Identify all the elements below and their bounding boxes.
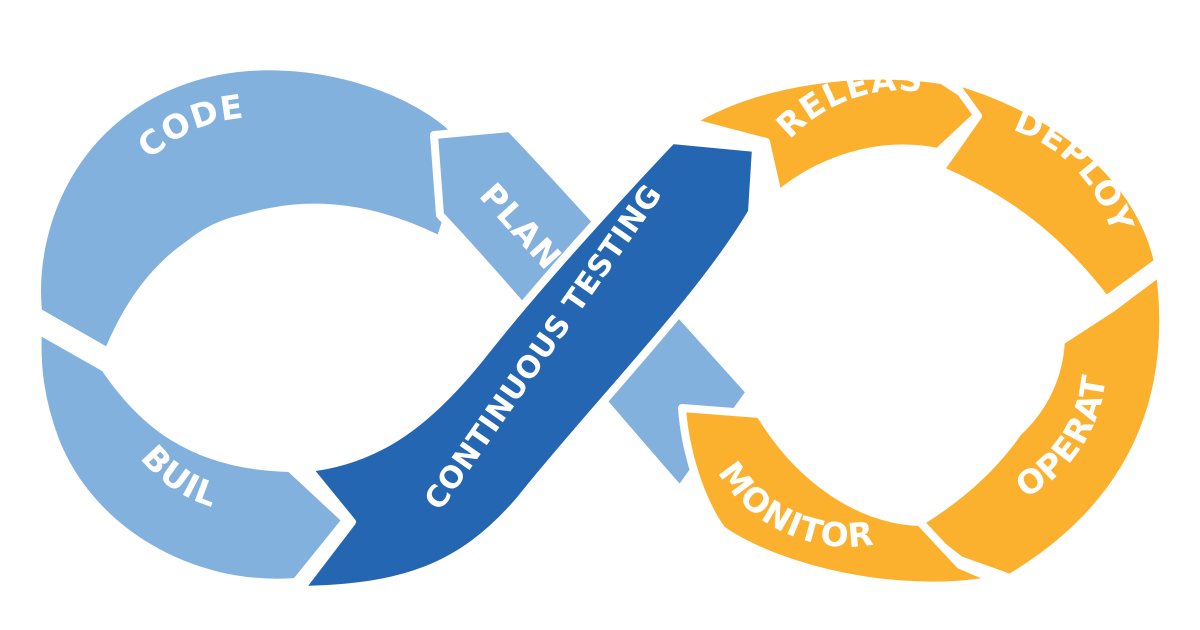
segment-code [33, 62, 474, 356]
segment-build [33, 326, 350, 587]
segment-monitor [678, 404, 999, 590]
right-ring-hole [795, 200, 1065, 470]
segment-deploy [936, 76, 1162, 304]
left-ring-hole [140, 212, 396, 468]
continuous-testing-band [296, 136, 760, 594]
right-ring [678, 71, 1168, 590]
